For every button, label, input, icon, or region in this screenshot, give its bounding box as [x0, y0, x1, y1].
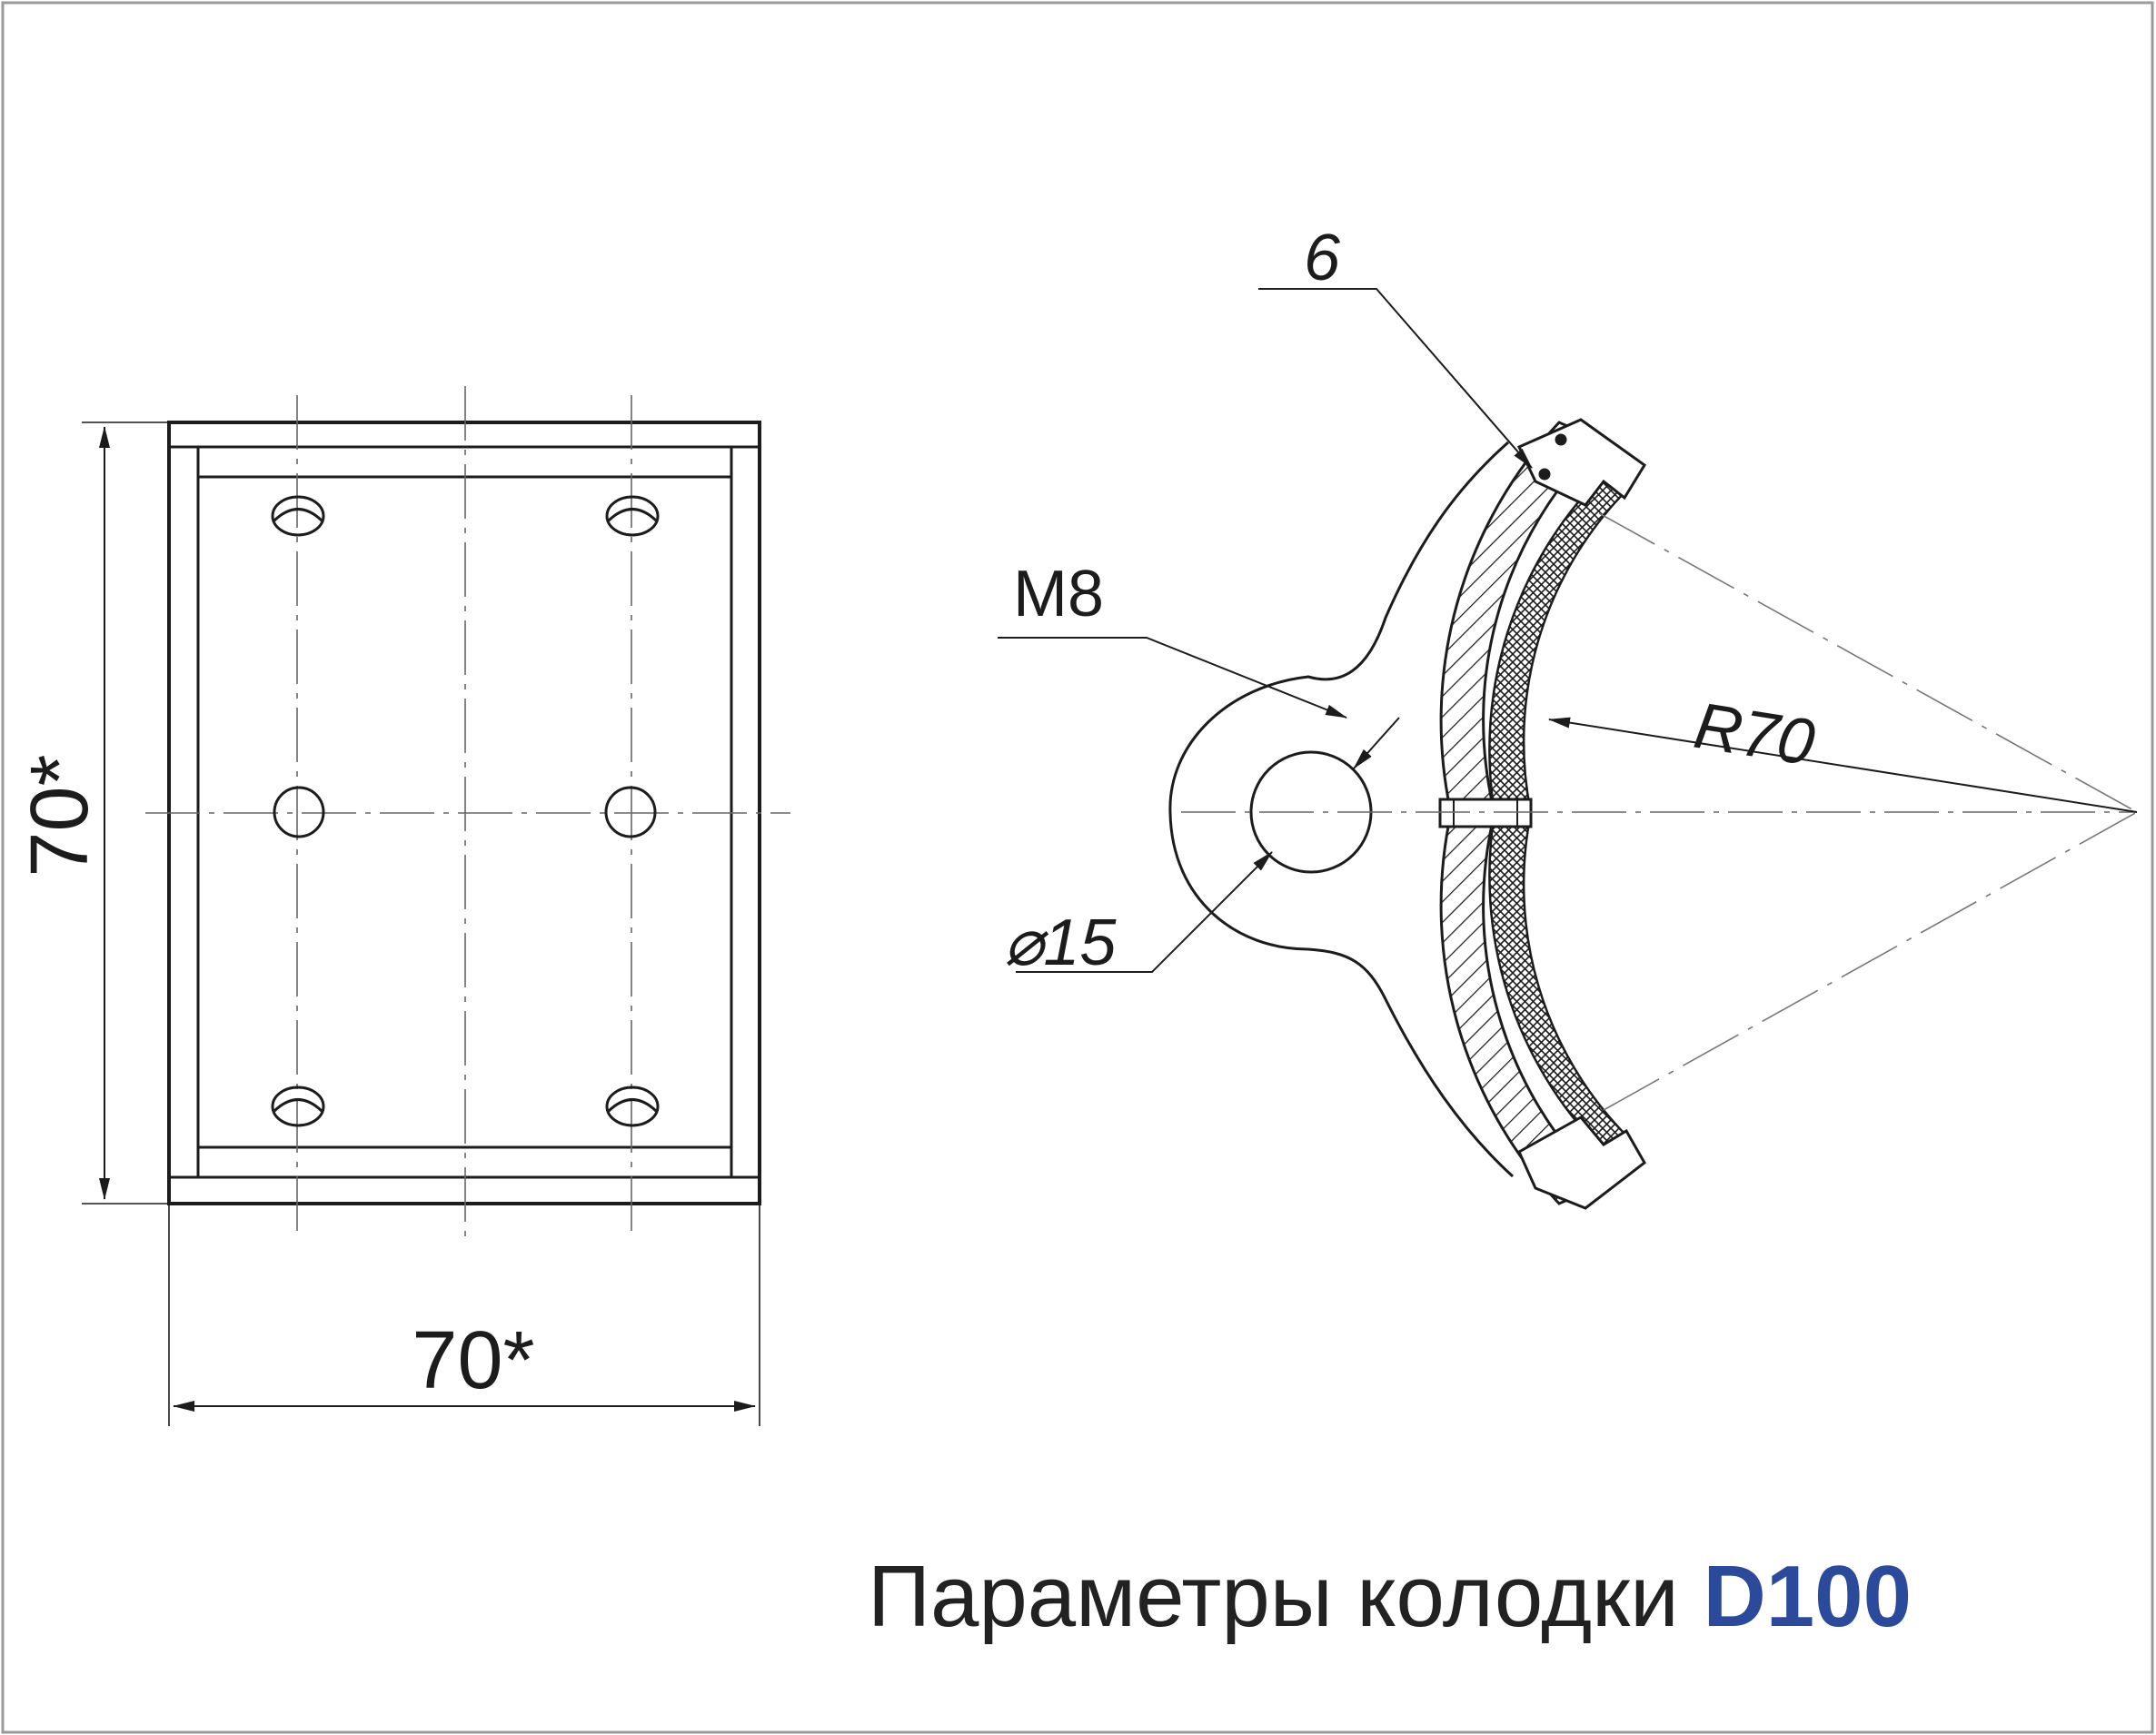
dimension-height-label: 70*	[15, 754, 105, 877]
dimension-width	[168, 1204, 760, 1426]
drawing-title-text: Параметры колодки	[868, 1548, 1679, 1645]
shoe-section-view	[998, 288, 2138, 1210]
shoe-end-cap-bottom	[1517, 1115, 1646, 1210]
mount-hole-left	[273, 786, 325, 838]
dimension-width-label: 70*	[412, 1315, 534, 1406]
thickness-leader	[1258, 288, 1533, 469]
shoe-end-cap-top	[1516, 418, 1647, 507]
radius-construction-lines	[1598, 512, 2138, 1111]
radius-dimension-line	[1548, 717, 2138, 813]
mount-hole-right	[604, 786, 657, 838]
thread-leader	[998, 637, 1347, 719]
drawing-title: Параметры колодки D100	[868, 1553, 1912, 1641]
bore-label: ⌀15	[1004, 907, 1117, 979]
pad-center-lines	[145, 386, 790, 1240]
pad-plan-view	[145, 386, 790, 1240]
rivet-hole-top-left	[271, 495, 325, 537]
drawing-title-model: D100	[1703, 1548, 1912, 1645]
thickness-label: 6	[1304, 222, 1341, 294]
rivet-hole-top-right	[605, 495, 660, 537]
bore-dimension-arrow	[1353, 717, 1400, 769]
radius-label: R70	[1689, 689, 1819, 780]
shoe-lug-outline	[1168, 441, 1515, 1178]
thread-label: M8	[1013, 558, 1104, 630]
rivet-hole-bottom-left	[271, 1086, 325, 1127]
bore-leader	[1016, 851, 1273, 973]
rivet-hole-bottom-right	[605, 1086, 660, 1127]
dimension-height	[82, 421, 169, 1205]
shoe-center-rivet	[1438, 798, 1533, 828]
